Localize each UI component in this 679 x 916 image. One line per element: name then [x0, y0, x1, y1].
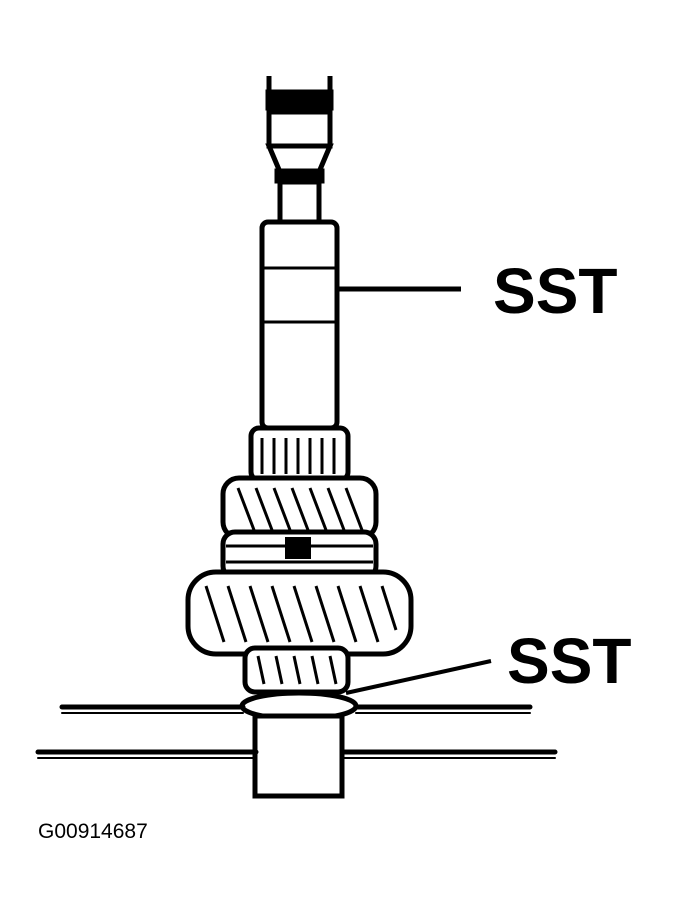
lower-sst-leader — [345, 659, 492, 695]
press-tool-tip — [265, 76, 334, 225]
lower-sst-tool — [239, 645, 359, 799]
upper-sst-label: SST — [493, 255, 617, 327]
upper-sst-tool — [259, 219, 340, 431]
figure-id: G00914687 — [38, 820, 148, 843]
gear-stack — [185, 425, 414, 657]
lower-sst-label: SST — [507, 625, 631, 697]
press-bed — [35, 704, 558, 759]
